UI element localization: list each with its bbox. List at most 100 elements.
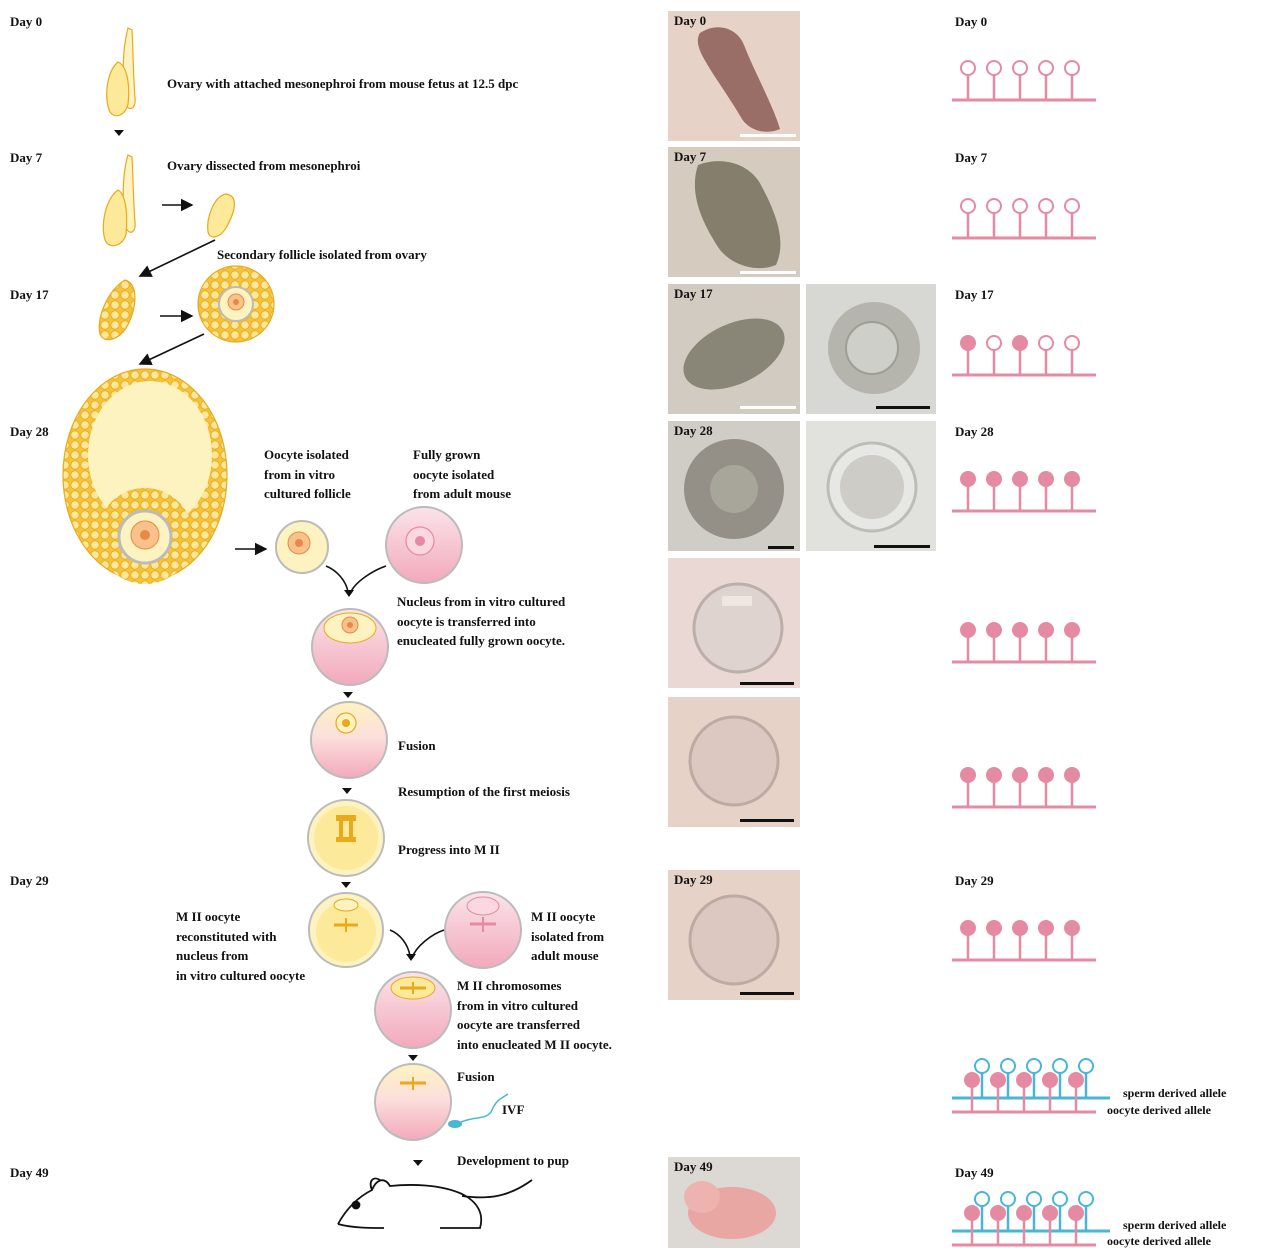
methylated-cpg [965, 1073, 979, 1087]
text-line: Oocyte isolated [264, 445, 351, 465]
unmethylated-cpg [975, 1192, 989, 1206]
unmethylated-cpg [1027, 1192, 1041, 1206]
text-line: oocyte is transferred into [397, 612, 565, 632]
methylation-strand [952, 768, 1096, 807]
methylated-cpg [1069, 1206, 1083, 1220]
methylation-strand [952, 199, 1096, 238]
unmethylated-cpg [1027, 1059, 1041, 1073]
unmethylated-cpg [987, 199, 1001, 213]
text-line: oocyte are transferred [457, 1015, 612, 1035]
oocyte-allele-label-2: oocyte derived allele [1107, 1234, 1211, 1248]
text-line: cultured follicle [264, 484, 351, 504]
ovary-day17-icon [99, 280, 135, 340]
methylated-cpg [1065, 768, 1079, 782]
oocyte-photo-shape [668, 697, 800, 827]
methylation-strand [952, 61, 1096, 100]
unmethylated-cpg [975, 1059, 989, 1073]
unmethylated-cpg [1079, 1192, 1093, 1206]
text-line: enucleated fully grown oocyte. [397, 631, 565, 651]
oocyte-isolated-label: Oocyte isolated from in vitro cultured f… [264, 445, 351, 504]
methylated-cpg [1039, 472, 1053, 486]
methylated-cpg [1043, 1206, 1057, 1220]
ovary-photo-shape [668, 147, 800, 277]
scale-bar [740, 992, 794, 995]
photo-day-label: Day 0 [674, 13, 706, 29]
photo-day17-follicle [806, 284, 936, 414]
mii-reconstituted-label: M II oocyte reconstituted with nucleus f… [176, 907, 305, 985]
unmethylated-cpg [1013, 199, 1027, 213]
fusion-label-2: Fusion [457, 1067, 495, 1087]
sperm-allele-label-2: sperm derived allele [1123, 1218, 1226, 1232]
unmethylated-cpg [1039, 61, 1053, 75]
unmethylated-cpg [1053, 1192, 1067, 1206]
text-line: from in vitro [264, 465, 351, 485]
mii-isolated-label: M II oocyte isolated from adult mouse [531, 907, 604, 966]
text-line: adult mouse [531, 946, 604, 966]
oocyte-photo-shape [806, 421, 936, 551]
mouse-icon [338, 1178, 532, 1228]
methylation-strand [952, 1073, 1096, 1112]
methylated-cpg [1039, 921, 1053, 935]
text-line: M II oocyte [531, 907, 604, 927]
methylated-cpg [987, 768, 1001, 782]
unmethylated-cpg [961, 61, 975, 75]
text-line: into enucleated M II oocyte. [457, 1035, 612, 1055]
ovary-photo-shape [668, 284, 800, 414]
nucleus-transfer-icon [312, 609, 388, 685]
photo-day-label: Day 29 [674, 872, 713, 888]
methylated-cpg [1013, 472, 1027, 486]
secondary-follicle-label: Secondary follicle isolated from ovary [217, 245, 427, 265]
mii-chromosomes-label: M II chromosomes from in vitro cultured … [457, 976, 612, 1054]
methylated-cpg [961, 921, 975, 935]
ovary-dissected-label: Ovary dissected from mesonephroi [167, 156, 360, 176]
methylated-cpg [987, 472, 1001, 486]
text-line: nucleus from [176, 946, 305, 966]
photo-day-label: Day 49 [674, 1159, 713, 1175]
photo-day49-pup: Day 49 [668, 1157, 800, 1248]
methylated-cpg [1013, 623, 1027, 637]
methylated-cpg [1017, 1206, 1031, 1220]
methylated-cpg [961, 768, 975, 782]
unmethylated-cpg [1039, 199, 1053, 213]
photo-nucleus-transfer [668, 558, 800, 688]
methylated-cpg [1065, 623, 1079, 637]
development-label: Development to pup [457, 1151, 569, 1171]
oocyte-photo-shape [668, 870, 800, 1000]
photo-day17-ovary: Day 17 [668, 284, 800, 414]
text-line: Fully grown [413, 445, 511, 465]
scale-bar [740, 682, 794, 685]
ovary-mesonephros-day0 [107, 28, 135, 116]
methylated-cpg [991, 1206, 1005, 1220]
methylated-cpg [1043, 1073, 1057, 1087]
text-line: from adult mouse [413, 484, 511, 504]
unmethylated-cpg [1053, 1059, 1067, 1073]
unmethylated-cpg [1001, 1192, 1015, 1206]
text-line: from in vitro cultured [457, 996, 612, 1016]
mii-adult-icon [445, 892, 521, 968]
follicle-photo-shape [668, 421, 800, 551]
nucleus-transfer-label: Nucleus from in vitro cultured oocyte is… [397, 592, 565, 651]
methylated-cpg [1039, 623, 1053, 637]
methylated-cpg [961, 472, 975, 486]
dissected-ovary-icon [208, 194, 235, 237]
methylation-strand [952, 1206, 1096, 1245]
oocyte-allele-label-1: oocyte derived allele [1107, 1103, 1211, 1117]
unmethylated-cpg [961, 199, 975, 213]
methylated-cpg [961, 336, 975, 350]
mii-reconstituted-icon [309, 893, 383, 967]
progress-label: Progress into M II [398, 840, 500, 860]
methylation-strand [952, 336, 1096, 375]
methylation-diagram [940, 0, 1270, 1248]
ovary-photo-shape [668, 11, 800, 141]
text-line: M II oocyte [176, 907, 305, 927]
cultured-oocyte-icon [276, 521, 328, 573]
methylated-cpg [987, 623, 1001, 637]
scale-bar [876, 406, 930, 409]
meiosis-progress-icon [308, 800, 384, 876]
photo-day29: Day 29 [668, 870, 800, 1000]
text-line: reconstituted with [176, 927, 305, 947]
scale-bar [740, 406, 796, 409]
fusion-icon [311, 702, 387, 778]
text-line: in vitro cultured oocyte [176, 966, 305, 986]
methylated-cpg [1017, 1073, 1031, 1087]
